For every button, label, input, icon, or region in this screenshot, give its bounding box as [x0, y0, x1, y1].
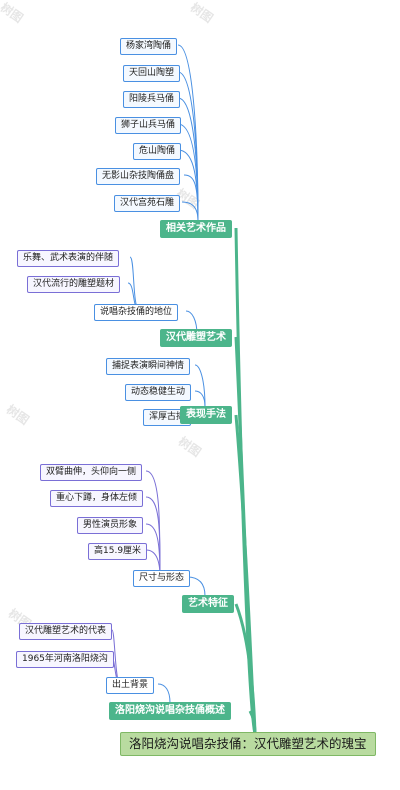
leaf-node[interactable]: 双臂曲伸，头仰向一侧: [40, 464, 143, 481]
leaf-node[interactable]: 杨家湾陶俑: [120, 38, 178, 55]
branch-node[interactable]: 艺术特征: [182, 595, 234, 613]
leaf-node[interactable]: 汉代流行的雕塑题材: [27, 276, 121, 293]
leaf-node[interactable]: 重心下蹲，身体左倾: [50, 490, 144, 507]
leaf-node[interactable]: 男性演员形象: [77, 517, 144, 534]
leaf-node[interactable]: 高15.9厘米: [88, 543, 148, 560]
leaf-node[interactable]: 乐舞、武术表演的伴随: [17, 250, 120, 267]
leaf-node[interactable]: 阳陵兵马俑: [123, 91, 181, 108]
sub-node[interactable]: 说唱杂技俑的地位: [94, 304, 179, 321]
leaf-node[interactable]: 1965年河南洛阳烧沟: [16, 651, 114, 668]
leaf-node[interactable]: 天回山陶塑: [123, 65, 181, 82]
leaf-node[interactable]: 狮子山兵马俑: [115, 117, 182, 134]
leaf-node[interactable]: 危山陶俑: [133, 143, 182, 160]
leaf-node[interactable]: 无影山杂技陶俑盘: [96, 168, 181, 185]
branch-node[interactable]: 表现手法: [180, 406, 232, 424]
branch-node[interactable]: 洛阳烧沟说唱杂技俑概述: [109, 702, 231, 720]
leaf-node[interactable]: 汉代宫苑石雕: [114, 195, 181, 212]
leaf-node[interactable]: 汉代雕塑艺术的代表: [19, 623, 113, 640]
sub-node[interactable]: 出土背景: [106, 677, 155, 694]
leaf-node[interactable]: 动态稳健生动: [125, 384, 192, 401]
leaf-node[interactable]: 捕捉表演瞬间神情: [106, 358, 191, 375]
branch-node[interactable]: 汉代雕塑艺术: [160, 329, 232, 347]
root-node[interactable]: 洛阳烧沟说唱杂技俑：汉代雕塑艺术的瑰宝: [120, 732, 376, 756]
sub-node[interactable]: 尺寸与形态: [133, 570, 191, 587]
branch-node[interactable]: 相关艺术作品: [160, 220, 232, 238]
